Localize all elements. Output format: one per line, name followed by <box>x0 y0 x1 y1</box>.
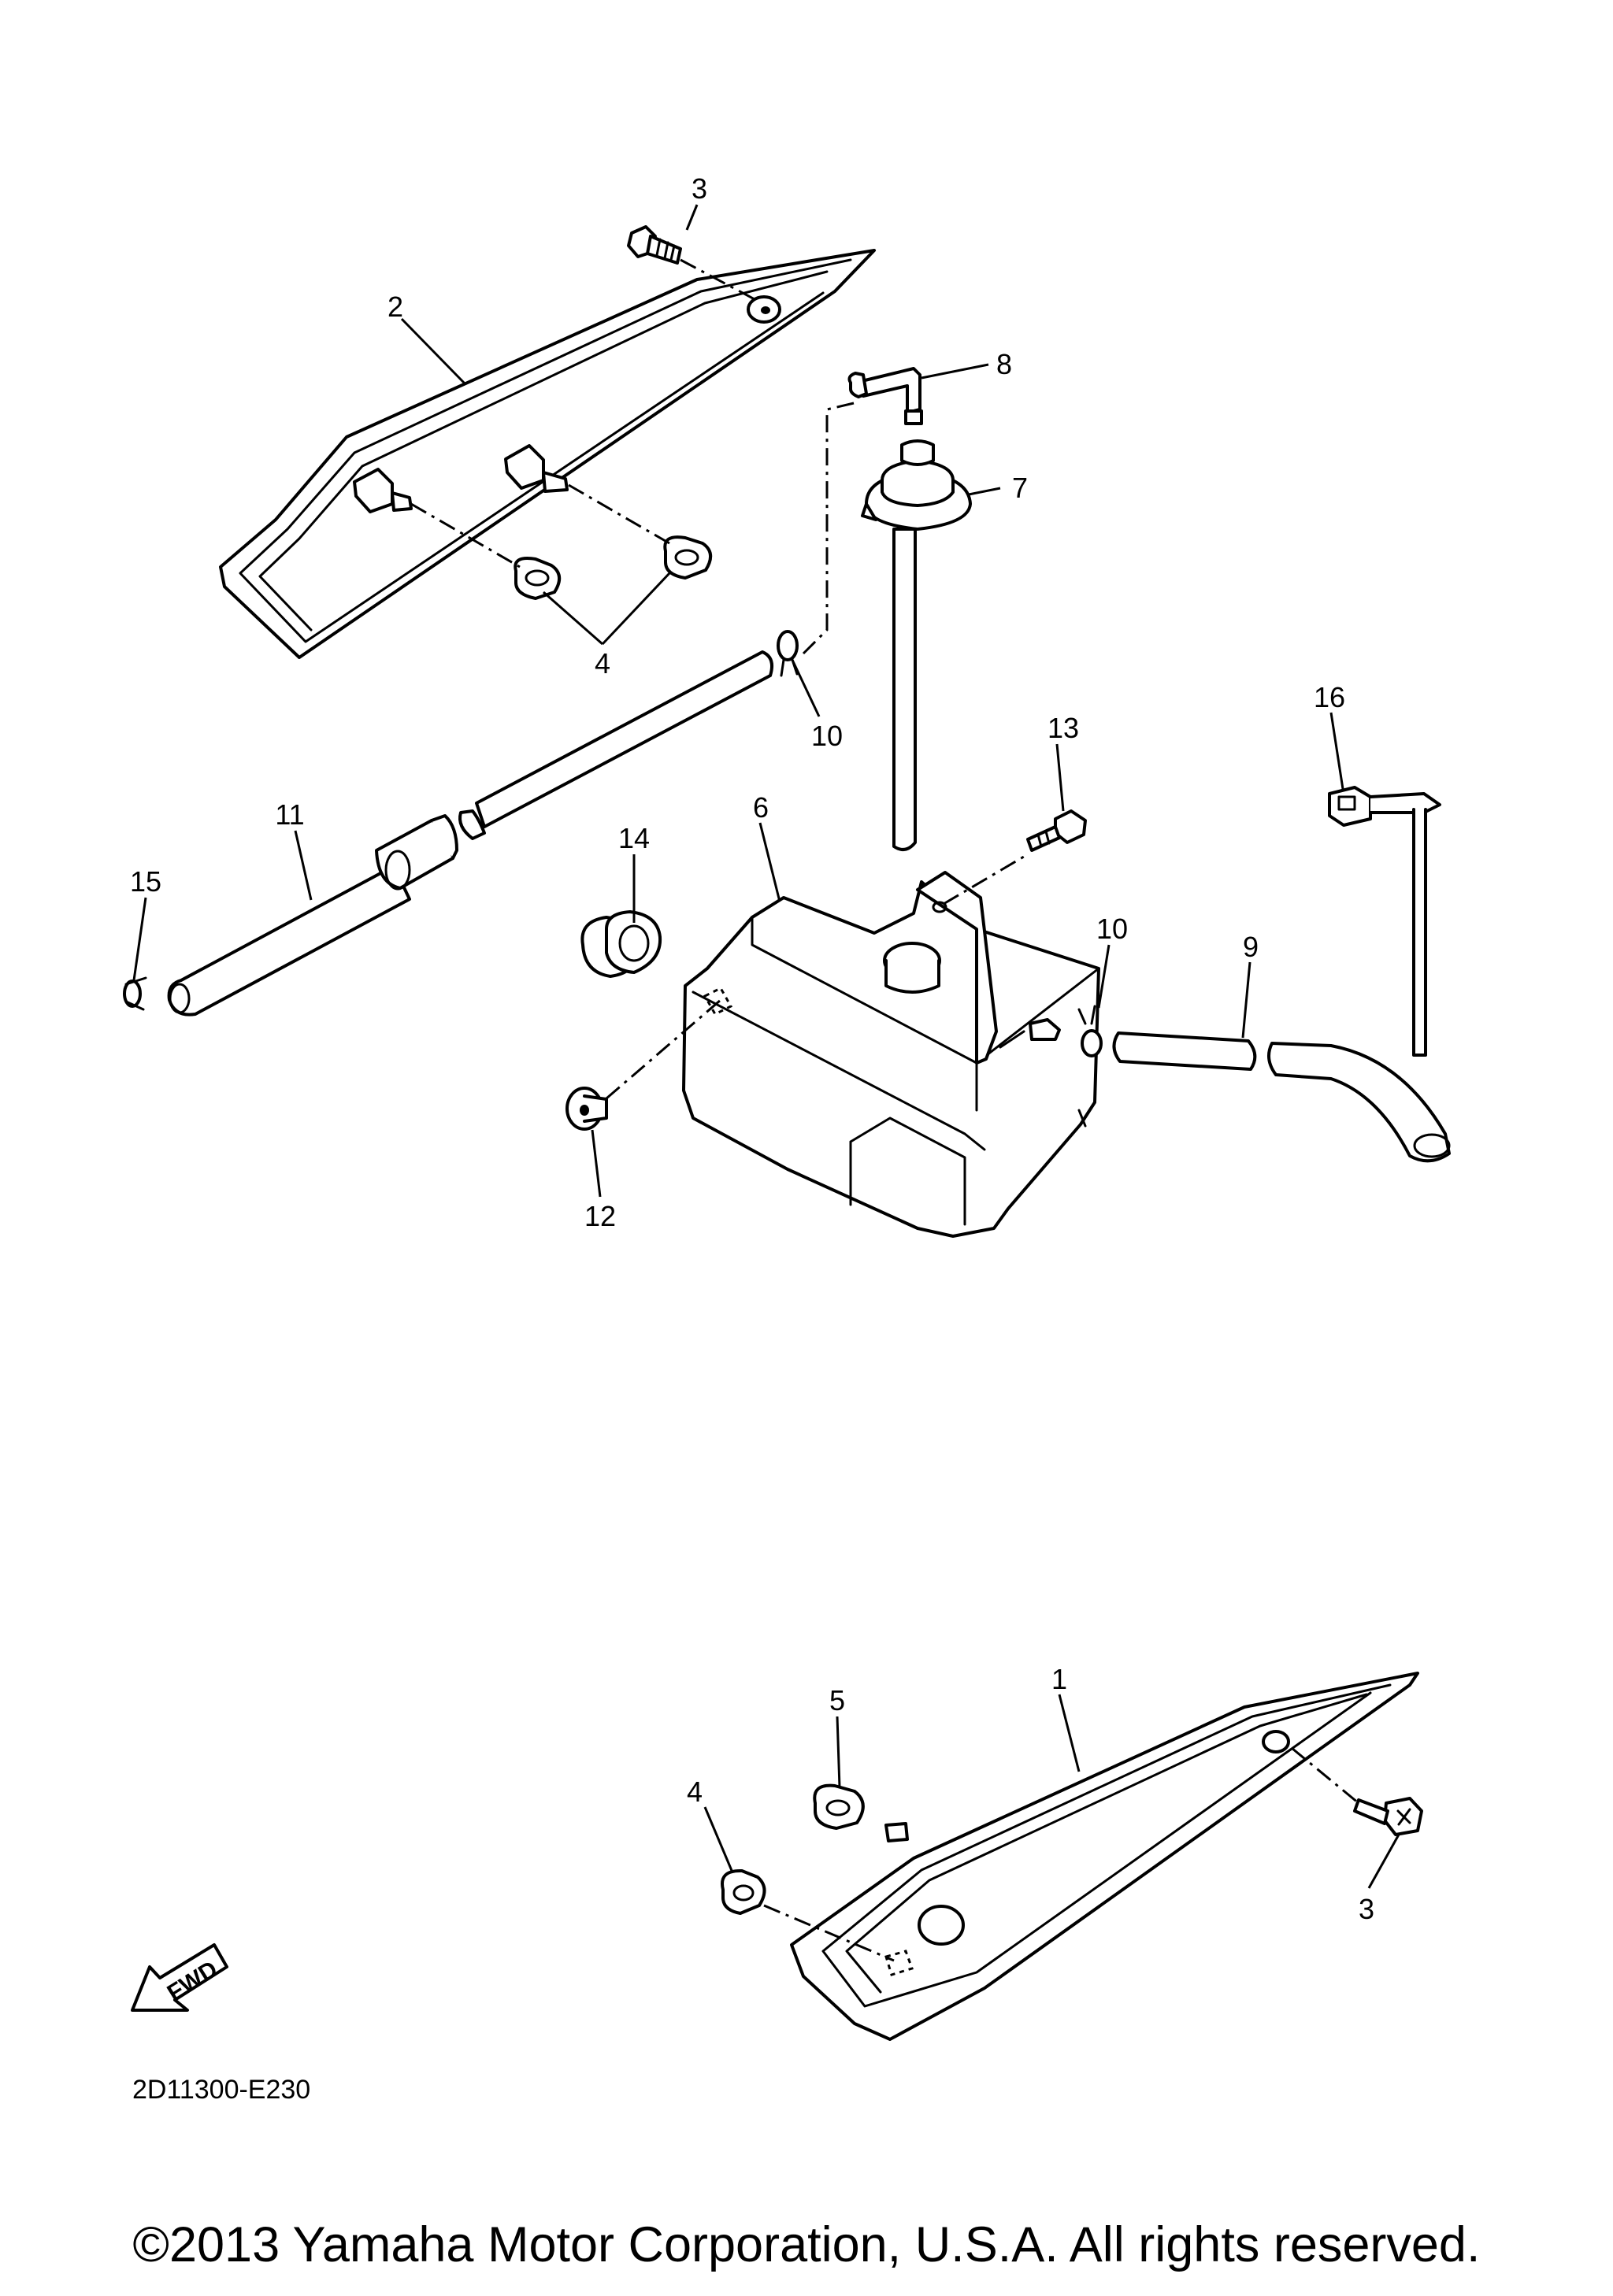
callout-1: 1 <box>1051 1663 1067 1695</box>
side-cover-upper <box>219 249 876 659</box>
callout-14: 14 <box>618 822 650 854</box>
band <box>1328 786 1441 1057</box>
assembly-line <box>568 483 670 545</box>
callout-3-lower: 3 <box>1359 1893 1374 1925</box>
damper <box>565 1087 608 1131</box>
screw-lower <box>1353 1797 1423 1836</box>
callout-4-upper: 4 <box>595 647 610 680</box>
grommet-lower <box>721 1868 766 1915</box>
bolt <box>1026 809 1087 852</box>
grommet-upper-pair <box>514 535 712 600</box>
breather-hose <box>167 650 773 1017</box>
grommet-collar <box>813 1783 909 1842</box>
joint-elbow <box>847 367 923 425</box>
reservoir-tank <box>682 871 1100 1238</box>
fwd-arrow-icon: FWD <box>131 1943 228 2012</box>
grommet-large <box>580 910 662 978</box>
callout-15: 15 <box>130 865 161 898</box>
assembly-line <box>763 1904 895 1962</box>
callout-3-upper: 3 <box>692 172 707 205</box>
callout-6: 6 <box>753 791 769 824</box>
assembly-line <box>1291 1746 1359 1805</box>
assembly-line <box>680 258 755 301</box>
leader-lines <box>132 204 1400 1889</box>
callout-11: 11 <box>275 798 304 831</box>
assembly-line <box>606 998 721 1100</box>
hose-clip-lower <box>1077 1005 1103 1057</box>
callout-7: 7 <box>1012 472 1028 504</box>
hose-clip-left <box>123 976 147 1011</box>
callout-12: 12 <box>584 1200 616 1232</box>
hose-clip-upper <box>777 630 799 677</box>
diagram-code: 2D11300-E230 <box>132 2075 310 2105</box>
tank-cap <box>861 439 972 851</box>
callout-10-lower: 10 <box>1096 913 1128 945</box>
assembly-line <box>943 853 1029 905</box>
callout-10-upper: 10 <box>811 720 843 752</box>
side-cover-lower <box>790 1672 1419 2041</box>
callout-2: 2 <box>387 291 403 323</box>
callout-5: 5 <box>829 1684 845 1716</box>
callout-4-lower: 4 <box>687 1776 703 1808</box>
screw-upper <box>627 225 682 265</box>
overflow-hose <box>1112 1031 1451 1163</box>
assembly-line <box>802 402 855 655</box>
callout-9: 9 <box>1243 931 1259 963</box>
assembly-line <box>410 502 521 568</box>
callout-13: 13 <box>1048 712 1079 744</box>
callout-16: 16 <box>1314 681 1345 713</box>
callout-8: 8 <box>996 348 1012 380</box>
copyright-notice: ©2013 Yamaha Motor Corporation, U.S.A. A… <box>132 2217 1481 2272</box>
